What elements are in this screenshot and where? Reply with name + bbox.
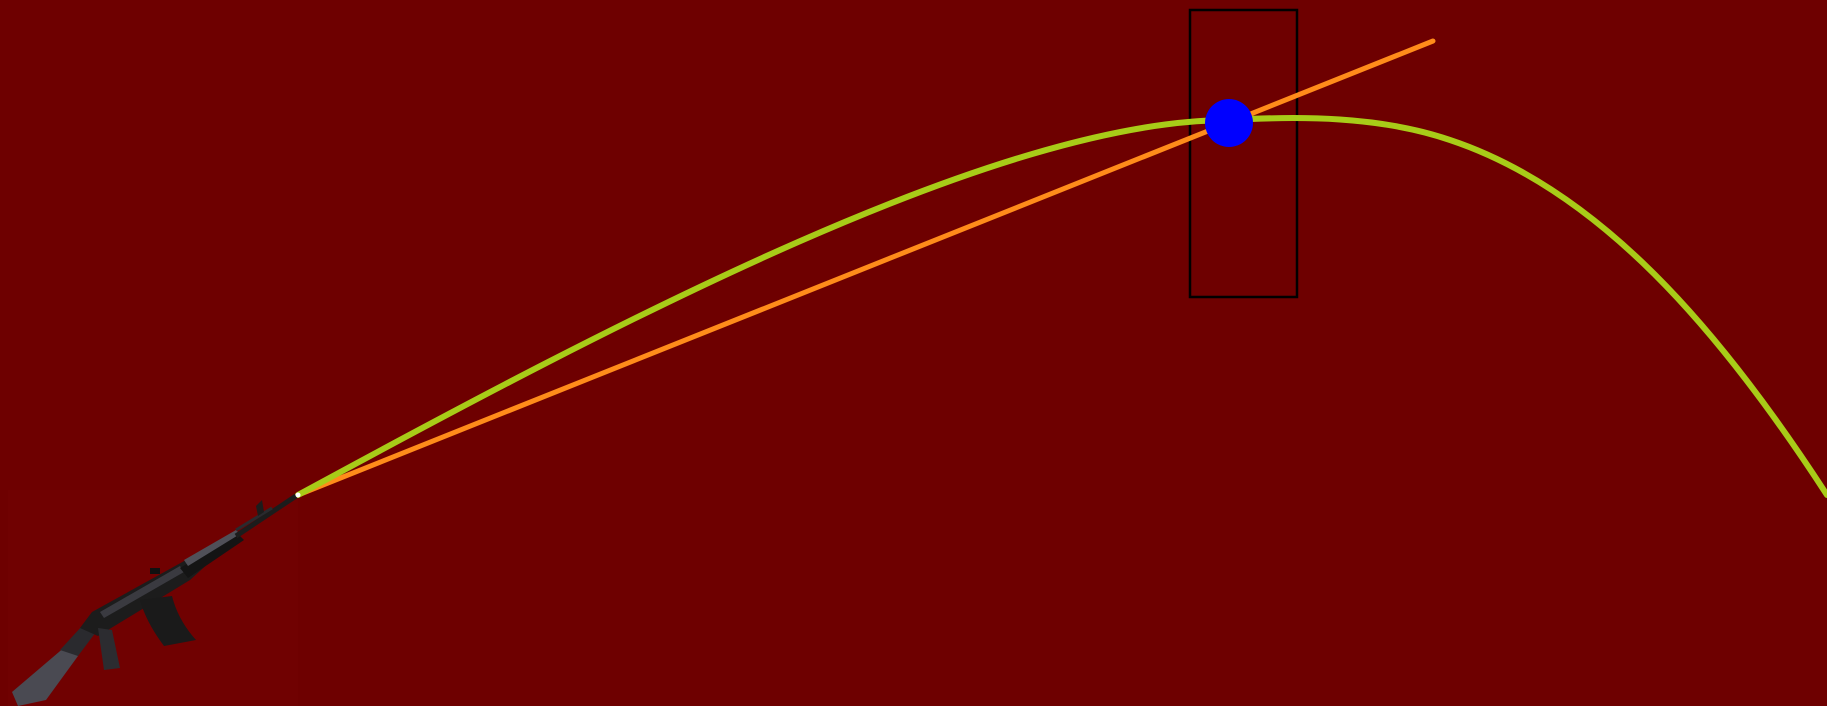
bullet-trajectory bbox=[295, 115, 1827, 498]
projectile bbox=[1205, 99, 1253, 147]
assault-rifle-icon bbox=[12, 492, 301, 706]
aim-line bbox=[295, 38, 1436, 498]
target-box bbox=[1188, 8, 1299, 299]
